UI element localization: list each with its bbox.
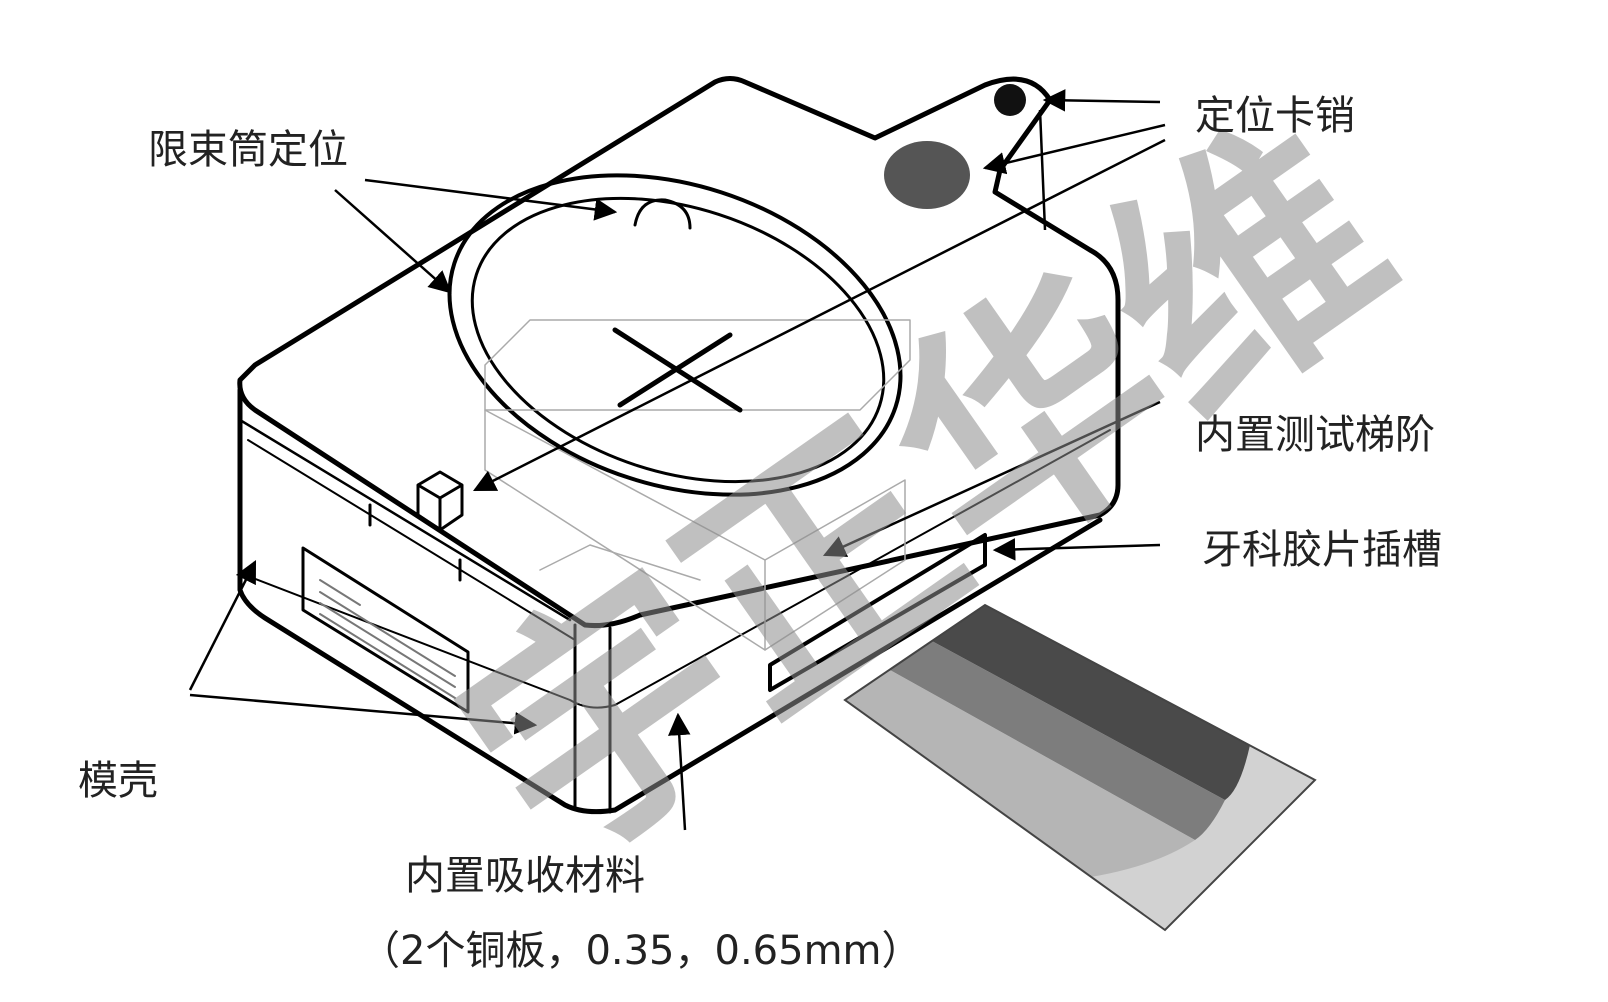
device-side-left: [237, 387, 1103, 815]
label-test-step: 内置测试梯阶: [1195, 412, 1435, 458]
collimator-ring-inner: [470, 196, 886, 484]
positioning-pin-large: [884, 141, 970, 209]
leader-shell-2: [189, 693, 538, 735]
collimator-ring-outer: [447, 173, 903, 497]
positioning-pin-small: [994, 84, 1026, 116]
leader-collimator-1: [364, 178, 618, 221]
leader-slot: [992, 538, 1161, 561]
leader-step: [822, 400, 1161, 557]
dental-film-card: [845, 605, 1315, 930]
cube-marker: [416, 470, 464, 532]
leader-pin-1: [1042, 89, 1161, 112]
leader-collimator-2: [334, 189, 452, 294]
label-positioning-pin: 定位卡销: [1195, 93, 1355, 139]
label-plate: [301, 546, 470, 714]
device-top-face: [237, 76, 1121, 628]
label-film-slot: 牙科胶片插槽: [1202, 527, 1442, 573]
leader-absorber: [668, 712, 691, 831]
label-collimator-positioning: 限束筒定位: [148, 127, 348, 173]
label-shell: 模壳: [78, 758, 158, 804]
leader-pin-2: [982, 123, 1166, 175]
leader-pin-3: [472, 138, 1166, 492]
leader-shell-1: [188, 559, 257, 691]
film-slot: [768, 533, 987, 692]
label-absorber-detail: （2个铜板，0.35，0.65mm）: [360, 928, 922, 974]
label-absorber: 内置吸收材料: [405, 853, 645, 899]
